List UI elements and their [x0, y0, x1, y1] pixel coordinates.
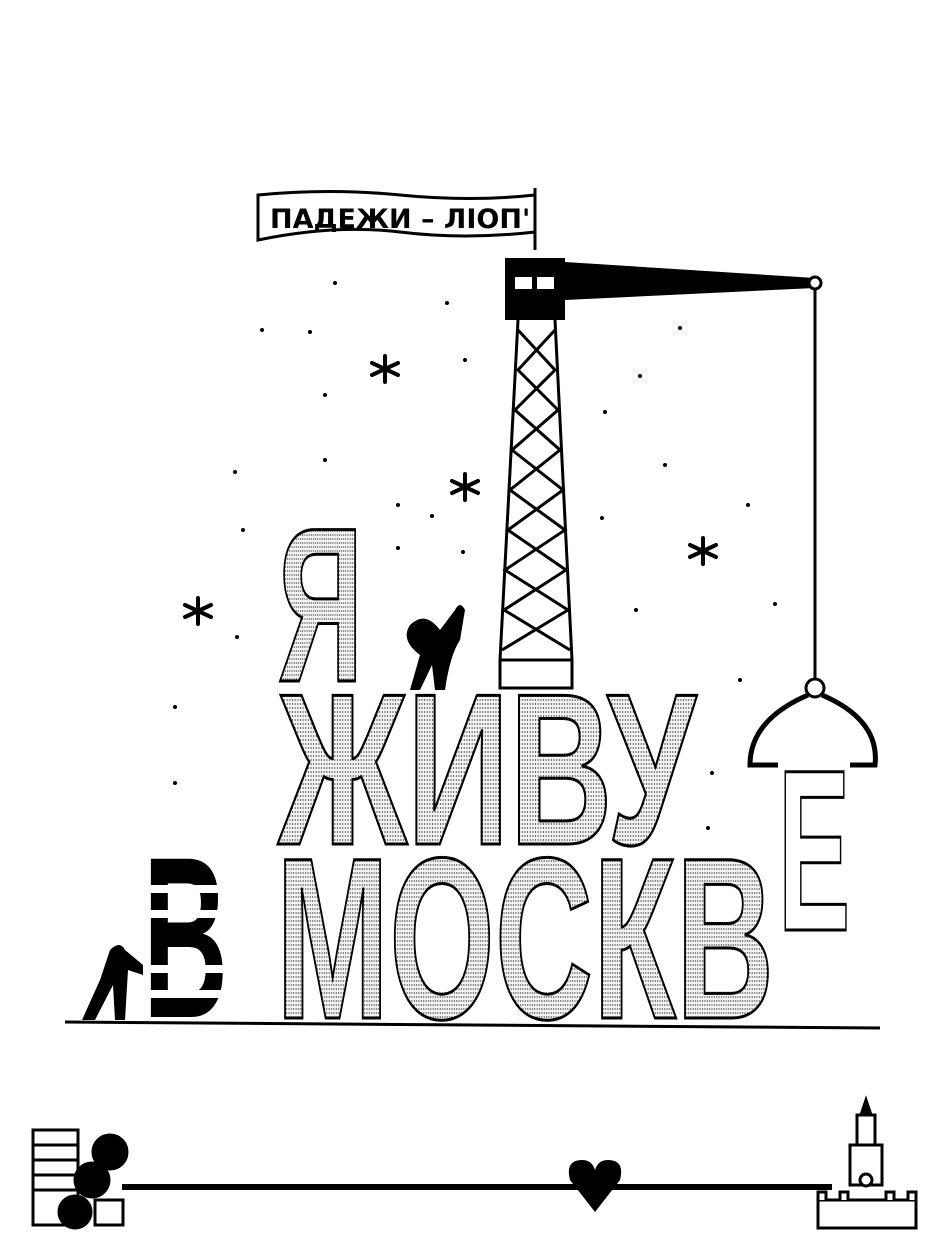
headline-line2: ЖИВУ — [277, 648, 697, 890]
snow — [173, 281, 777, 830]
hanging-letter: Е — [777, 722, 851, 979]
flag: ПАДЕЖИ – ЛІОП' — [256, 188, 537, 250]
figure-pushing — [82, 945, 143, 1020]
ground-line — [64, 1020, 881, 1030]
building-icon — [31, 1128, 129, 1230]
kremlin-tower-icon — [816, 1095, 918, 1230]
crane — [498, 258, 878, 768]
headline-line1: Я — [277, 482, 364, 728]
flag-text: ПАДЕЖИ – ЛІОП' — [270, 204, 530, 235]
footer — [31, 1095, 918, 1230]
figure-waving — [406, 605, 465, 690]
headline-letter-v: В — [143, 809, 229, 1066]
heart-icon — [568, 1160, 622, 1212]
headline-line3: МОСКВ — [275, 810, 775, 1067]
